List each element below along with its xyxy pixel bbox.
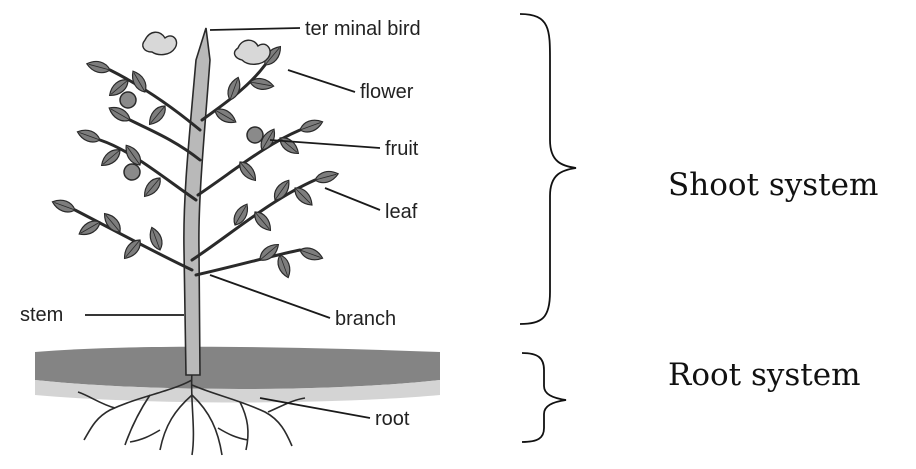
label-root: root <box>375 408 410 430</box>
label-fruit: fruit <box>385 138 419 160</box>
root-system-label: Root system <box>668 357 861 393</box>
label-flower: flower <box>360 81 414 103</box>
shoot-system-brace <box>520 14 576 324</box>
label-terminal-bud: ter minal bird <box>305 18 421 40</box>
label-branch: branch <box>335 308 396 330</box>
label-leaf: leaf <box>385 201 418 223</box>
soil <box>35 347 440 403</box>
stem <box>184 28 210 375</box>
shoot-system-label: Shoot system <box>668 167 878 203</box>
root-system-brace <box>522 353 566 442</box>
label-stem: stem <box>20 304 63 326</box>
